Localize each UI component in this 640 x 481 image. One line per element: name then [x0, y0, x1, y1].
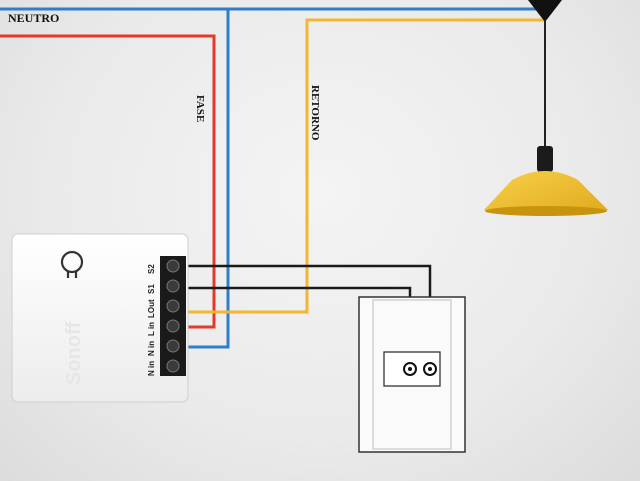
lamp-socket: [537, 146, 553, 172]
terminal-label-s1: S1: [147, 284, 156, 294]
ceiling-canopy: [528, 0, 562, 22]
phase-wire: [0, 34, 216, 329]
switch-inner-frame: [372, 299, 452, 450]
terminal-label-nin-1: N in: [147, 341, 156, 356]
terminal-screw: [166, 339, 180, 353]
fase-label: FASE: [194, 95, 206, 122]
terminal-block: [160, 256, 186, 376]
module-brand: Sonoff: [63, 321, 85, 385]
terminal-screw: [166, 299, 180, 313]
terminal-screw: [166, 279, 180, 293]
lamp-shade-rim: [485, 206, 607, 216]
neutral-wire-down: [172, 9, 230, 349]
module-body: [11, 233, 189, 403]
retorno-label: RETORNO: [309, 85, 321, 141]
lamp-shade: [484, 171, 608, 216]
terminal-label-nin-2: N in: [147, 361, 156, 376]
terminal-screw: [166, 319, 180, 333]
neutro-label: NEUTRO: [8, 11, 59, 25]
terminal-screw: [166, 259, 180, 273]
lightbulb-icon: [60, 250, 84, 278]
terminal-label-lin: L in: [147, 322, 156, 336]
terminal-label-s2: S2: [147, 264, 156, 274]
terminal-screws: [166, 259, 180, 373]
pendant-lamp: [484, 0, 608, 216]
screw-center: [408, 367, 412, 371]
terminal-screw: [166, 359, 180, 373]
wall-switch: [358, 296, 466, 453]
screw-center: [428, 367, 432, 371]
sonoff-module: Sonoff S2 S1 LOut L in N in N in: [11, 233, 189, 403]
terminal-label-lout: LOut: [147, 299, 156, 318]
return-wire: [172, 18, 545, 314]
